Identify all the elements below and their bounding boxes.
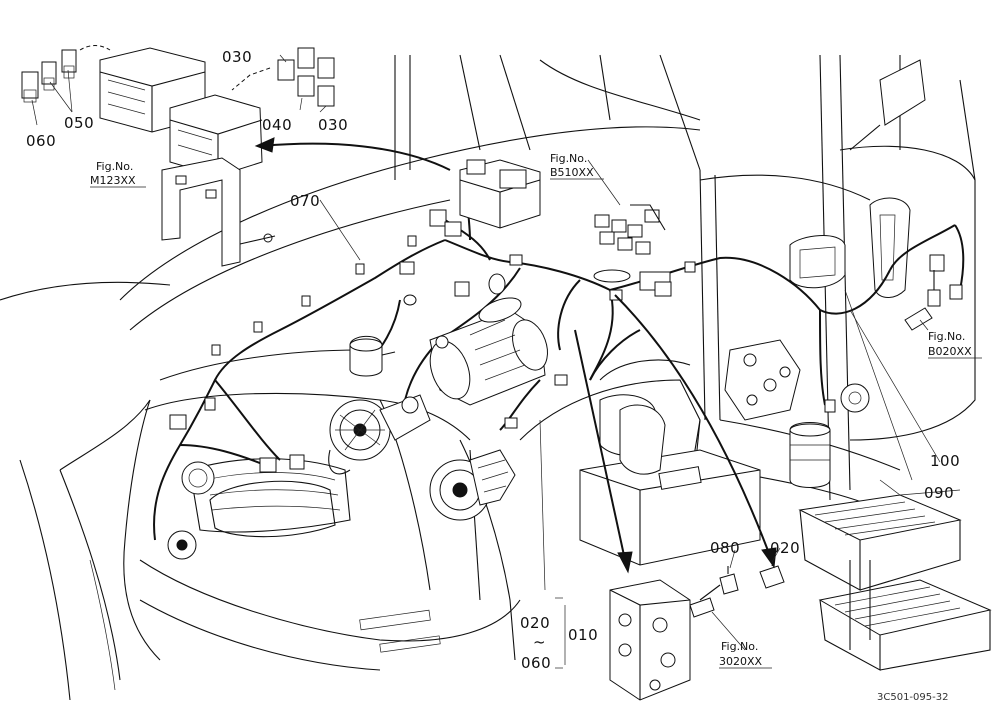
fig-ref-m123-line1: Fig.No. <box>96 160 133 173</box>
connector-cluster-b510 <box>593 204 666 283</box>
callout-030-top: 030 <box>222 48 252 66</box>
callout-060-top: 060 <box>26 132 56 150</box>
horn <box>181 461 215 495</box>
callout-070: 070 <box>290 192 320 210</box>
drawing-code: 3C501-095-32 <box>877 692 948 703</box>
sensor-b020 <box>904 270 941 331</box>
callout-080: 080 <box>710 539 740 557</box>
callout-060-bottom: 060 <box>521 654 551 672</box>
tractor-hood-outline <box>0 126 701 701</box>
fig-ref-b020-line1: Fig.No. <box>928 330 965 343</box>
fig-ref-3020-line1: Fig.No. <box>721 640 758 653</box>
callout-030-right: 030 <box>318 116 348 134</box>
ac-compressor <box>429 449 516 521</box>
fig-ref-b510-line1: Fig.No. <box>550 152 587 165</box>
wiring-harness-070 <box>153 184 965 541</box>
cab-work-lamp <box>789 235 846 289</box>
callout-020-right: 020 <box>770 539 800 557</box>
callout-tilde: ~ <box>533 633 546 651</box>
relay-module <box>459 159 541 229</box>
front-pulley <box>167 530 197 560</box>
fuse-box-assembly <box>21 45 335 267</box>
control-valve-block <box>609 579 721 701</box>
callout-100: 100 <box>930 452 960 470</box>
callout-leaders <box>31 54 961 669</box>
alternator <box>328 394 431 475</box>
callout-020-bottom: 020 <box>520 614 550 632</box>
callout-090: 090 <box>924 484 954 502</box>
cab-steps <box>798 494 992 671</box>
part-080-switch <box>719 566 739 595</box>
stop-solenoid <box>349 335 396 377</box>
fig-ref-m123-line2: M123XX <box>90 174 136 187</box>
leader-arrows <box>254 137 777 574</box>
starter-motor <box>429 297 548 406</box>
callout-010: 010 <box>568 626 598 644</box>
figure-references: Fig.No. M123XX Fig.No. B510XX Fig.No. B0… <box>90 152 982 669</box>
callout-labels: 060 050 030 040 030 070 100 090 080 020 … <box>26 48 960 672</box>
engine-block <box>519 359 831 566</box>
hydraulic-valve-component <box>724 339 870 421</box>
fig-ref-b510-line2: B510XX <box>550 166 594 179</box>
callout-050: 050 <box>64 114 94 132</box>
fig-ref-3020-line2: 3020XX <box>719 655 763 668</box>
callout-040: 040 <box>262 116 292 134</box>
cab-frame-outline <box>394 54 976 506</box>
fig-ref-b020-line2: B020XX <box>928 345 972 358</box>
